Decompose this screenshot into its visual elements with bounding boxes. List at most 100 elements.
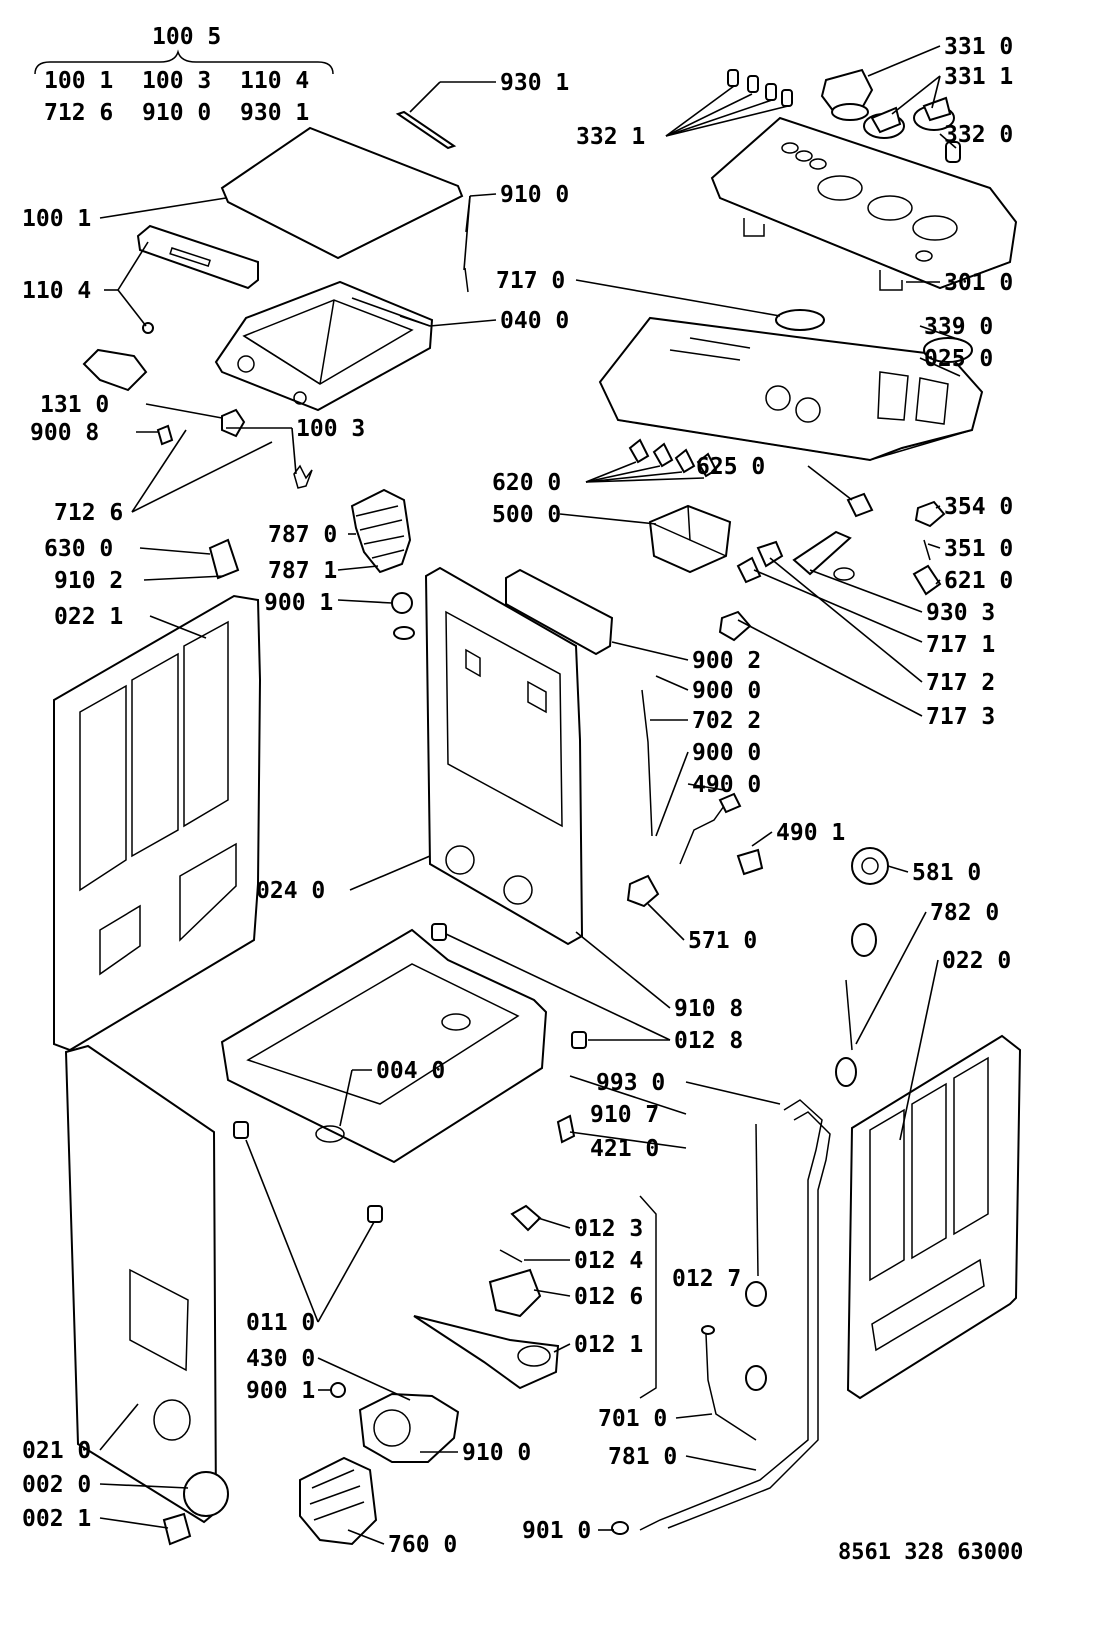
filter-capacitor-part — [736, 848, 764, 876]
callout-label: 993 0 — [596, 1070, 666, 1096]
callout-label: 900 2 — [692, 648, 762, 674]
pressure-tube-part — [641, 689, 653, 837]
callout-label: 339 0 — [924, 314, 994, 340]
header-item: 100 1 — [44, 68, 114, 94]
callout-label: 717 1 — [926, 632, 996, 658]
callout-label: 787 0 — [268, 522, 338, 548]
header-group-label: 100 5 — [152, 24, 222, 50]
callout-label: 717 0 — [496, 268, 566, 294]
callout-label: 621 0 — [944, 568, 1014, 594]
hose-parts — [718, 530, 855, 642]
callout-label: 900 1 — [246, 1378, 316, 1404]
callout-label: 900 1 — [264, 590, 334, 616]
duct-part — [350, 488, 412, 574]
callout-label: 351 0 — [944, 536, 1014, 562]
power-cable-part — [679, 805, 725, 865]
callout-label: 331 1 — [944, 64, 1014, 90]
callout-label: 910 0 — [462, 1440, 532, 1466]
callout-label: 012 8 — [674, 1028, 744, 1054]
callout-label: 022 0 — [942, 948, 1012, 974]
callout-label: 910 8 — [674, 996, 744, 1022]
front-trim-part — [136, 224, 259, 290]
base-frame-part — [220, 928, 548, 1164]
callout-label: 930 1 — [500, 70, 570, 96]
callout-label: 331 0 — [944, 34, 1014, 60]
callout-label: 900 0 — [692, 740, 762, 766]
control-panel-part — [710, 116, 1018, 291]
header-item: 712 6 — [44, 100, 114, 126]
pump-wheel-part — [851, 847, 889, 885]
left-side-panel-part — [53, 594, 262, 1052]
inlet-hose-part — [705, 1333, 757, 1441]
callout-label: 701 0 — [598, 1406, 668, 1432]
header-item: 930 1 — [240, 100, 310, 126]
callout-label: 717 2 — [926, 670, 996, 696]
seal-part — [851, 923, 877, 957]
callout-label: 421 0 — [590, 1136, 660, 1162]
cover-clip-part — [162, 1512, 192, 1546]
callout-label: 712 6 — [54, 500, 124, 526]
pump-assembly-parts — [413, 1204, 560, 1390]
callout-label: 022 1 — [54, 604, 124, 630]
sensor-parts — [912, 500, 946, 596]
rear-panel-part — [424, 566, 584, 946]
door-switch-part — [221, 408, 246, 438]
cover-plate-part — [208, 538, 240, 580]
callout-label: 110 4 — [22, 278, 92, 304]
header-item: 910 0 — [142, 100, 212, 126]
callout-label: 100 3 — [296, 416, 366, 442]
callout-label: 301 0 — [944, 270, 1014, 296]
valves-part — [628, 438, 718, 478]
callout-label: 012 6 — [574, 1284, 644, 1310]
callout-label: 430 0 — [246, 1346, 316, 1372]
pressure-switch-top-part — [923, 337, 973, 363]
pump-filter-part — [299, 1456, 378, 1546]
callout-label: 024 0 — [256, 878, 326, 904]
callout-label: 910 2 — [54, 568, 124, 594]
callout-label: 490 1 — [776, 820, 846, 846]
callout-label: 581 0 — [912, 860, 982, 886]
callout-label: 760 0 — [388, 1532, 458, 1558]
callout-label: 717 3 — [926, 704, 996, 730]
strip-part — [395, 110, 457, 150]
callout-label: 787 1 — [268, 558, 338, 584]
callout-label: 021 0 — [22, 1438, 92, 1464]
callout-label: 781 0 — [608, 1444, 678, 1470]
callout-label: 332 0 — [944, 122, 1014, 148]
pump-cover-part — [183, 1471, 229, 1517]
latch-part — [82, 322, 154, 392]
callout-label: 900 0 — [692, 678, 762, 704]
callout-label: 782 0 — [930, 900, 1000, 926]
capacitor-part — [556, 1114, 576, 1144]
callout-label: 332 1 — [576, 124, 646, 150]
filter-disc-part — [775, 309, 825, 331]
drain-pump-part — [330, 1382, 460, 1463]
callout-label: 100 1 — [22, 206, 92, 232]
header-brace — [34, 49, 334, 75]
callout-label: 702 2 — [692, 708, 762, 734]
filter-part — [391, 592, 413, 614]
top-lid-part — [220, 126, 464, 260]
callout-label: 900 8 — [30, 420, 100, 446]
drain-hose-part — [639, 1099, 823, 1531]
callout-label: 012 4 — [574, 1248, 644, 1274]
callout-label: 012 3 — [574, 1216, 644, 1242]
leader-lines — [99, 45, 967, 1545]
callout-label: 500 0 — [492, 502, 562, 528]
callout-label: 002 1 — [22, 1506, 92, 1532]
callout-label: 625 0 — [696, 454, 766, 480]
callout-label: 004 0 — [376, 1058, 446, 1084]
right-side-panel-part — [846, 1034, 1022, 1400]
callout-label: 002 0 — [22, 1472, 92, 1498]
callout-label: 011 0 — [246, 1310, 316, 1336]
feet-part — [233, 923, 587, 1223]
spring-part — [293, 464, 313, 489]
motor-switch-part — [626, 874, 660, 908]
front-panel-part — [64, 1044, 218, 1524]
callout-label: 490 0 — [692, 772, 762, 798]
screw-part — [156, 424, 174, 446]
drawing-number: 8561 328 63000 — [838, 1540, 1024, 1565]
clamp-part — [393, 626, 415, 640]
